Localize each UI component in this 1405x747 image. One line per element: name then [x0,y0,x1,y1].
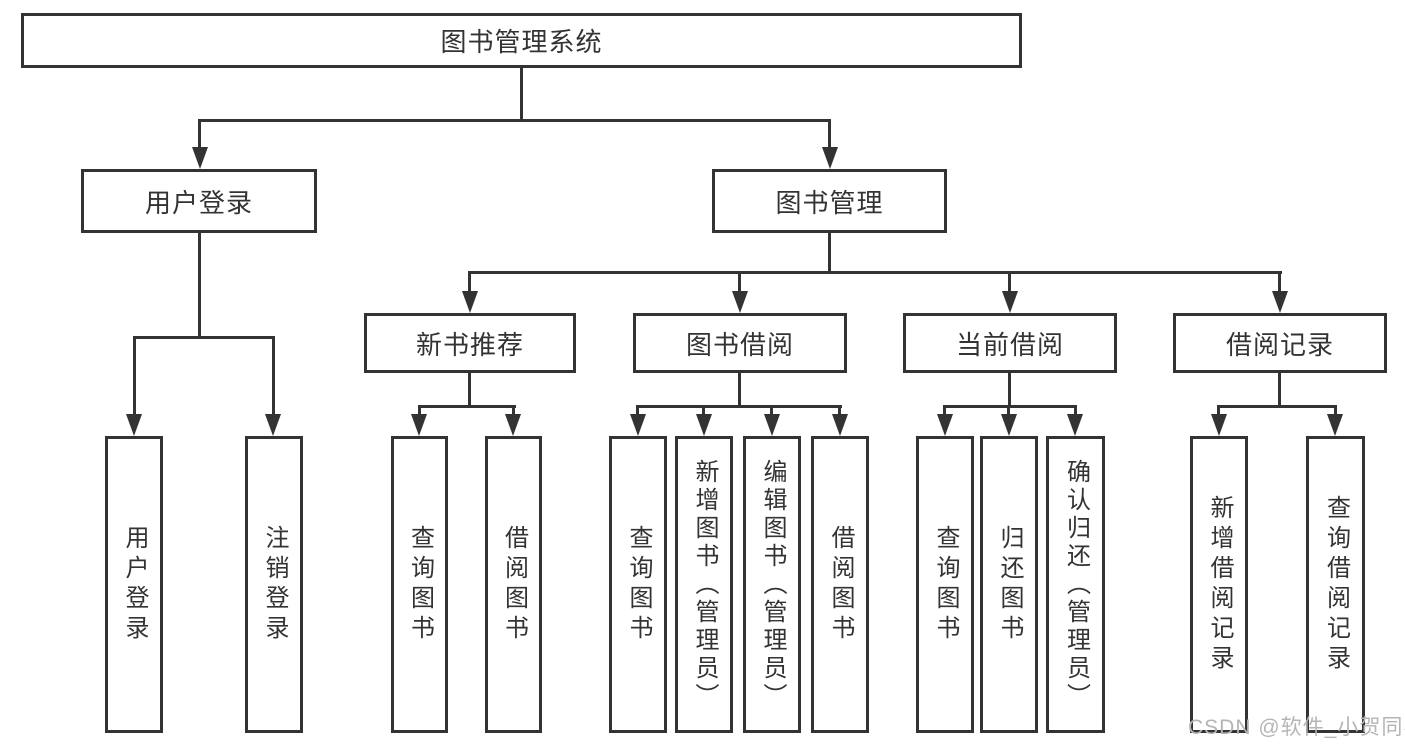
connector-line [468,271,1282,274]
node-new-book-recommend: 新书推荐 [364,313,576,373]
arrow-down-icon [1067,414,1083,436]
leaf-borrow-books-2: 借阅图书 [811,436,869,733]
leaf-query-borrow-record: 查询借阅记录 [1306,436,1365,733]
connector-line [1278,371,1281,408]
leaf-confirm-return-admin: 确认归还（管理员） [1046,436,1105,733]
connector-line [133,336,136,416]
connector-line [468,371,471,408]
connector-line [418,405,421,418]
connector-line [512,405,515,418]
connector-line [770,405,773,418]
connector-line [636,405,842,408]
arrow-down-icon [126,414,142,436]
leaf-user-login: 用户登录 [105,436,163,733]
arrow-down-icon [505,414,521,436]
connector-line [702,405,705,418]
arrow-down-icon [832,414,848,436]
node-borrow-records: 借阅记录 [1173,313,1387,373]
leaf-add-borrow-record: 新增借阅记录 [1190,436,1248,733]
connector-line [198,231,201,338]
leaf-edit-book-admin: 编辑图书（管理员） [743,436,801,733]
connector-line [468,271,471,295]
connector-line [1008,371,1011,408]
arrow-down-icon [696,414,712,436]
connector-line [828,231,831,273]
node-book-management: 图书管理 [712,169,947,233]
leaf-borrow-books-1: 借阅图书 [485,436,542,733]
node-user-login: 用户登录 [81,169,317,233]
arrow-down-icon [732,291,748,313]
arrow-down-icon [630,414,646,436]
leaf-query-books-3: 查询图书 [916,436,974,733]
leaf-query-books-2: 查询图书 [609,436,667,733]
arrow-down-icon [1272,291,1288,313]
connector-line [738,271,741,295]
node-book-borrow: 图书借阅 [633,313,847,373]
connector-line [1217,405,1337,408]
arrow-down-icon [822,147,838,169]
arrow-down-icon [265,414,281,436]
leaf-return-book: 归还图书 [980,436,1038,733]
connector-line [198,119,831,122]
arrow-down-icon [1002,291,1018,313]
connector-line [1008,271,1011,295]
leaf-query-books-1: 查询图书 [391,436,448,733]
connector-line [418,405,516,408]
arrow-down-icon [1327,414,1343,436]
connector-line [1334,405,1337,418]
connector-line [828,119,831,149]
arrow-down-icon [411,414,427,436]
connector-line [198,119,201,149]
connector-line [1278,271,1281,295]
arrow-down-icon [1211,414,1227,436]
arrow-down-icon [462,291,478,313]
connector-line [1007,405,1010,418]
connector-line [636,405,639,418]
arrow-down-icon [937,414,953,436]
connector-line [520,67,523,121]
connector-line [738,371,741,408]
connector-line [838,405,841,418]
connector-line [272,336,275,416]
node-library-system: 图书管理系统 [21,13,1022,68]
connector-line [943,405,946,418]
arrow-down-icon [764,414,780,436]
arrow-down-icon [1001,414,1017,436]
connector-line [1074,405,1077,418]
leaf-logout: 注销登录 [245,436,303,733]
leaf-add-book-admin: 新增图书（管理员） [675,436,733,733]
watermark: CSDN @软件_小贺同学 [1188,716,1405,739]
connector-line [133,336,275,339]
arrow-down-icon [192,147,208,169]
connector-line [1217,405,1220,418]
connector-line [943,405,1077,408]
node-current-borrow: 当前借阅 [903,313,1117,373]
